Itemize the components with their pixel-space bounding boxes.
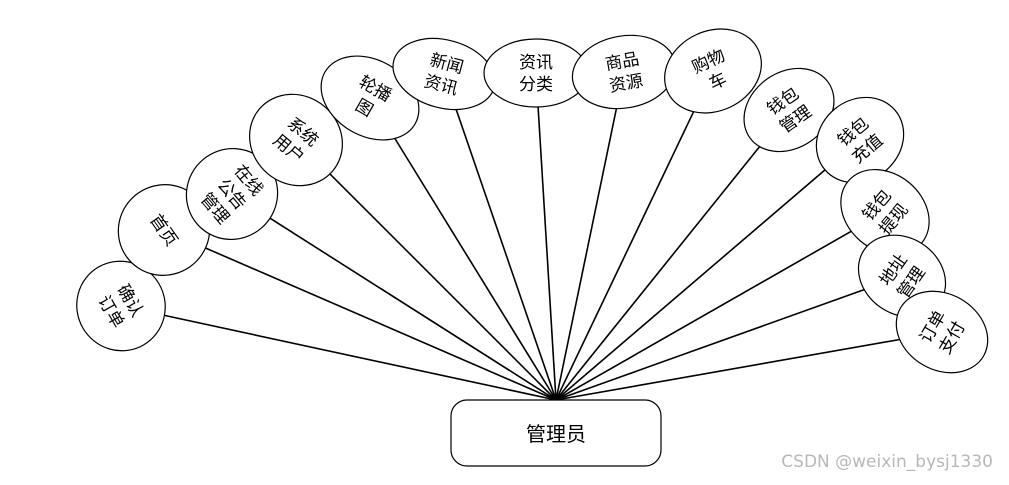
node-homepage: 首页 <box>117 184 211 276</box>
edge-wallet-mgmt <box>555 146 761 401</box>
nodes-layer: 确认订单首页在线公告管理系统用户轮播图新闻资讯资讯分类商品资源购物车钱包管理钱包… <box>76 28 989 374</box>
edge-wallet-withdraw <box>555 230 852 401</box>
edge-shopping-cart <box>555 111 695 401</box>
edge-wallet-recharge <box>555 169 826 401</box>
edge-system-user <box>329 173 557 401</box>
edge-news-info <box>455 109 557 401</box>
node-ellipse <box>76 260 166 352</box>
node-carousel: 轮播图 <box>320 55 420 141</box>
edge-confirm-order <box>164 314 557 401</box>
edge-product-resource <box>555 108 618 401</box>
center-box <box>450 399 662 467</box>
edge-carousel <box>394 138 557 401</box>
node-ellipse <box>320 55 420 141</box>
center-node: 管理员 <box>450 399 662 467</box>
node-ellipse <box>664 28 762 114</box>
node-label-line: 车 <box>706 69 730 94</box>
edge-order-payment <box>555 338 900 401</box>
node-ellipse <box>743 67 835 153</box>
node-label-line: 资讯 <box>519 53 553 73</box>
node-ellipse <box>571 34 677 110</box>
node-ellipse <box>249 93 343 187</box>
edge-address-mgmt <box>555 288 865 401</box>
edges-layer <box>164 106 900 401</box>
node-shopping-cart: 购物车 <box>664 28 762 114</box>
edge-online-notice-mgmt <box>269 217 557 401</box>
node-ellipse <box>895 290 989 374</box>
center-label: 管理员 <box>526 422 586 446</box>
edge-info-category <box>537 106 557 401</box>
node-label-line: 分类 <box>519 75 553 95</box>
edge-homepage <box>205 247 557 401</box>
watermark: CSDN @weixin_bysj1330 <box>781 452 993 472</box>
